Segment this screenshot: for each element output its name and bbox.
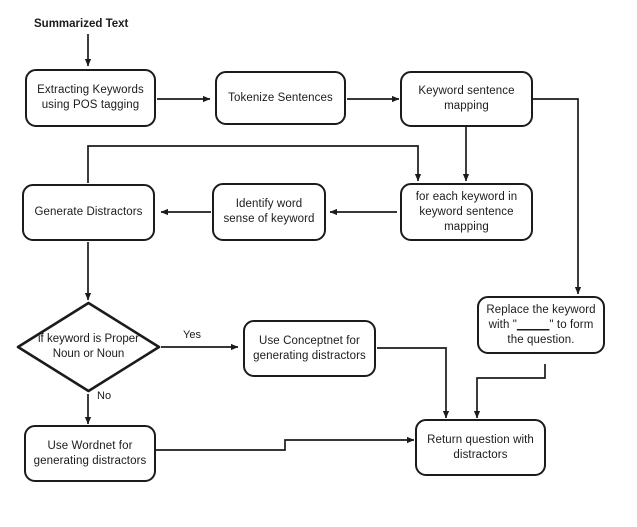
edge-conceptnet-to-return	[377, 347, 450, 419]
edge-wordnet-to-return	[156, 436, 415, 451]
node-replace-keyword[interactable]: Replace the keyword with "_____" to form…	[477, 296, 605, 354]
node-keyword-sentence-mapping[interactable]: Keyword sentence mapping	[400, 71, 533, 127]
replace-keyword-suffix: " to form the question.	[507, 318, 594, 346]
edge-generate-loop-to-foreach	[87, 145, 422, 183]
replace-keyword-prefix: Replace the keyword with "	[486, 303, 596, 331]
edge-label-yes: Yes	[183, 329, 201, 341]
replace-keyword-text: Replace the keyword with "_____" to form…	[484, 303, 598, 348]
node-decision-proper-noun[interactable]: if keyword is Proper Noun or Noun	[16, 301, 161, 393]
edge-replace-to-return	[473, 364, 546, 419]
node-identify-word-sense[interactable]: Identify word sense of keyword	[212, 183, 326, 241]
node-extracting-keywords[interactable]: Extracting Keywords using POS tagging	[25, 69, 156, 127]
node-return-question[interactable]: Return question with distractors	[415, 419, 546, 476]
decision-diamond-shape	[16, 301, 161, 393]
node-use-conceptnet[interactable]: Use Conceptnet for generating distractor…	[243, 320, 376, 377]
decision-label: if keyword is Proper Noun or Noun	[38, 333, 139, 360]
node-use-wordnet[interactable]: Use Wordnet for generating distractors	[24, 425, 156, 482]
node-tokenize-sentences[interactable]: Tokenize Sentences	[215, 71, 346, 125]
summarized-text-caption: Summarized Text	[34, 18, 129, 30]
edge-mapping-to-replace	[533, 98, 582, 295]
node-generate-distractors[interactable]: Generate Distractors	[22, 184, 155, 241]
node-for-each-keyword[interactable]: for each keyword in keyword sentence map…	[400, 183, 533, 241]
edge-label-no: No	[97, 390, 112, 402]
replace-keyword-blank: _____	[516, 318, 550, 331]
